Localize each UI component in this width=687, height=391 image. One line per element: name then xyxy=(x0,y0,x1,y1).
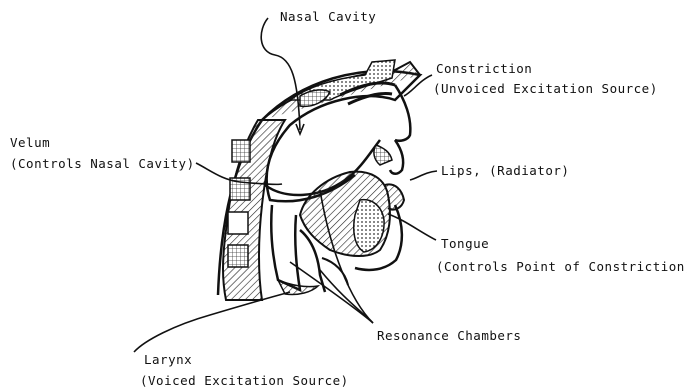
constriction-sub-label: (Unvoiced Excitation Source) xyxy=(433,81,658,96)
tongue-label: Tongue xyxy=(441,236,489,251)
lips-label: Lips, (Radiator) xyxy=(441,163,569,178)
tongue-leader xyxy=(388,214,436,240)
resonance-chambers-label: Resonance Chambers xyxy=(377,328,521,343)
velum-label: Velum xyxy=(10,135,50,150)
larynx-label: Larynx xyxy=(144,352,192,367)
lips-leader xyxy=(410,171,437,180)
larynx-leader xyxy=(134,292,290,352)
nasal-cavity-label: Nasal Cavity xyxy=(280,9,376,24)
larynx-sub-label: (Voiced Excitation Source) xyxy=(140,373,349,388)
constriction-label: Constriction xyxy=(436,61,532,76)
tongue-sub-label: (Controls Point of Constriction) xyxy=(436,259,687,274)
velum-sub-label: (Controls Nasal Cavity) xyxy=(10,156,195,171)
tongue-shape xyxy=(300,172,390,256)
